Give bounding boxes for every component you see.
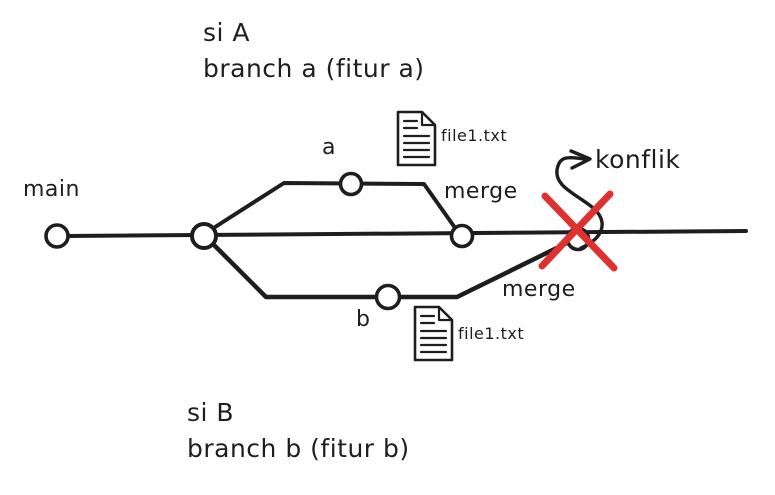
main-branch-label: main — [23, 177, 80, 202]
file-icon — [413, 305, 454, 362]
conflict-label: konflik — [595, 145, 681, 174]
file-icon — [396, 110, 437, 167]
note-scenario-a-line2: branch a (fitur a) — [203, 54, 425, 83]
branch-a-label: a — [322, 135, 336, 160]
branch-b-label: b — [356, 307, 371, 332]
note-scenario-b-line1: si B — [187, 398, 235, 427]
commit-node-start — [44, 223, 70, 249]
commit-node-fork — [190, 222, 218, 250]
branch-b-line — [210, 237, 576, 300]
conflict-x-mark — [538, 190, 618, 272]
branch-a-line — [210, 181, 460, 234]
commit-node-merge-a — [449, 223, 475, 249]
merge-a-label: merge — [444, 179, 518, 204]
note-scenario-a-line1: si A — [203, 18, 251, 47]
commit-node-b — [374, 283, 402, 311]
note-scenario-b-line2: branch b (fitur b) — [187, 434, 410, 463]
merge-b-label: merge — [502, 277, 576, 302]
file-a-label: file1.txt — [441, 126, 508, 145]
file-b-label: file1.txt — [458, 324, 525, 343]
commit-node-a — [338, 171, 364, 197]
main-branch-line — [65, 229, 748, 238]
conflict-arrow — [555, 149, 604, 250]
